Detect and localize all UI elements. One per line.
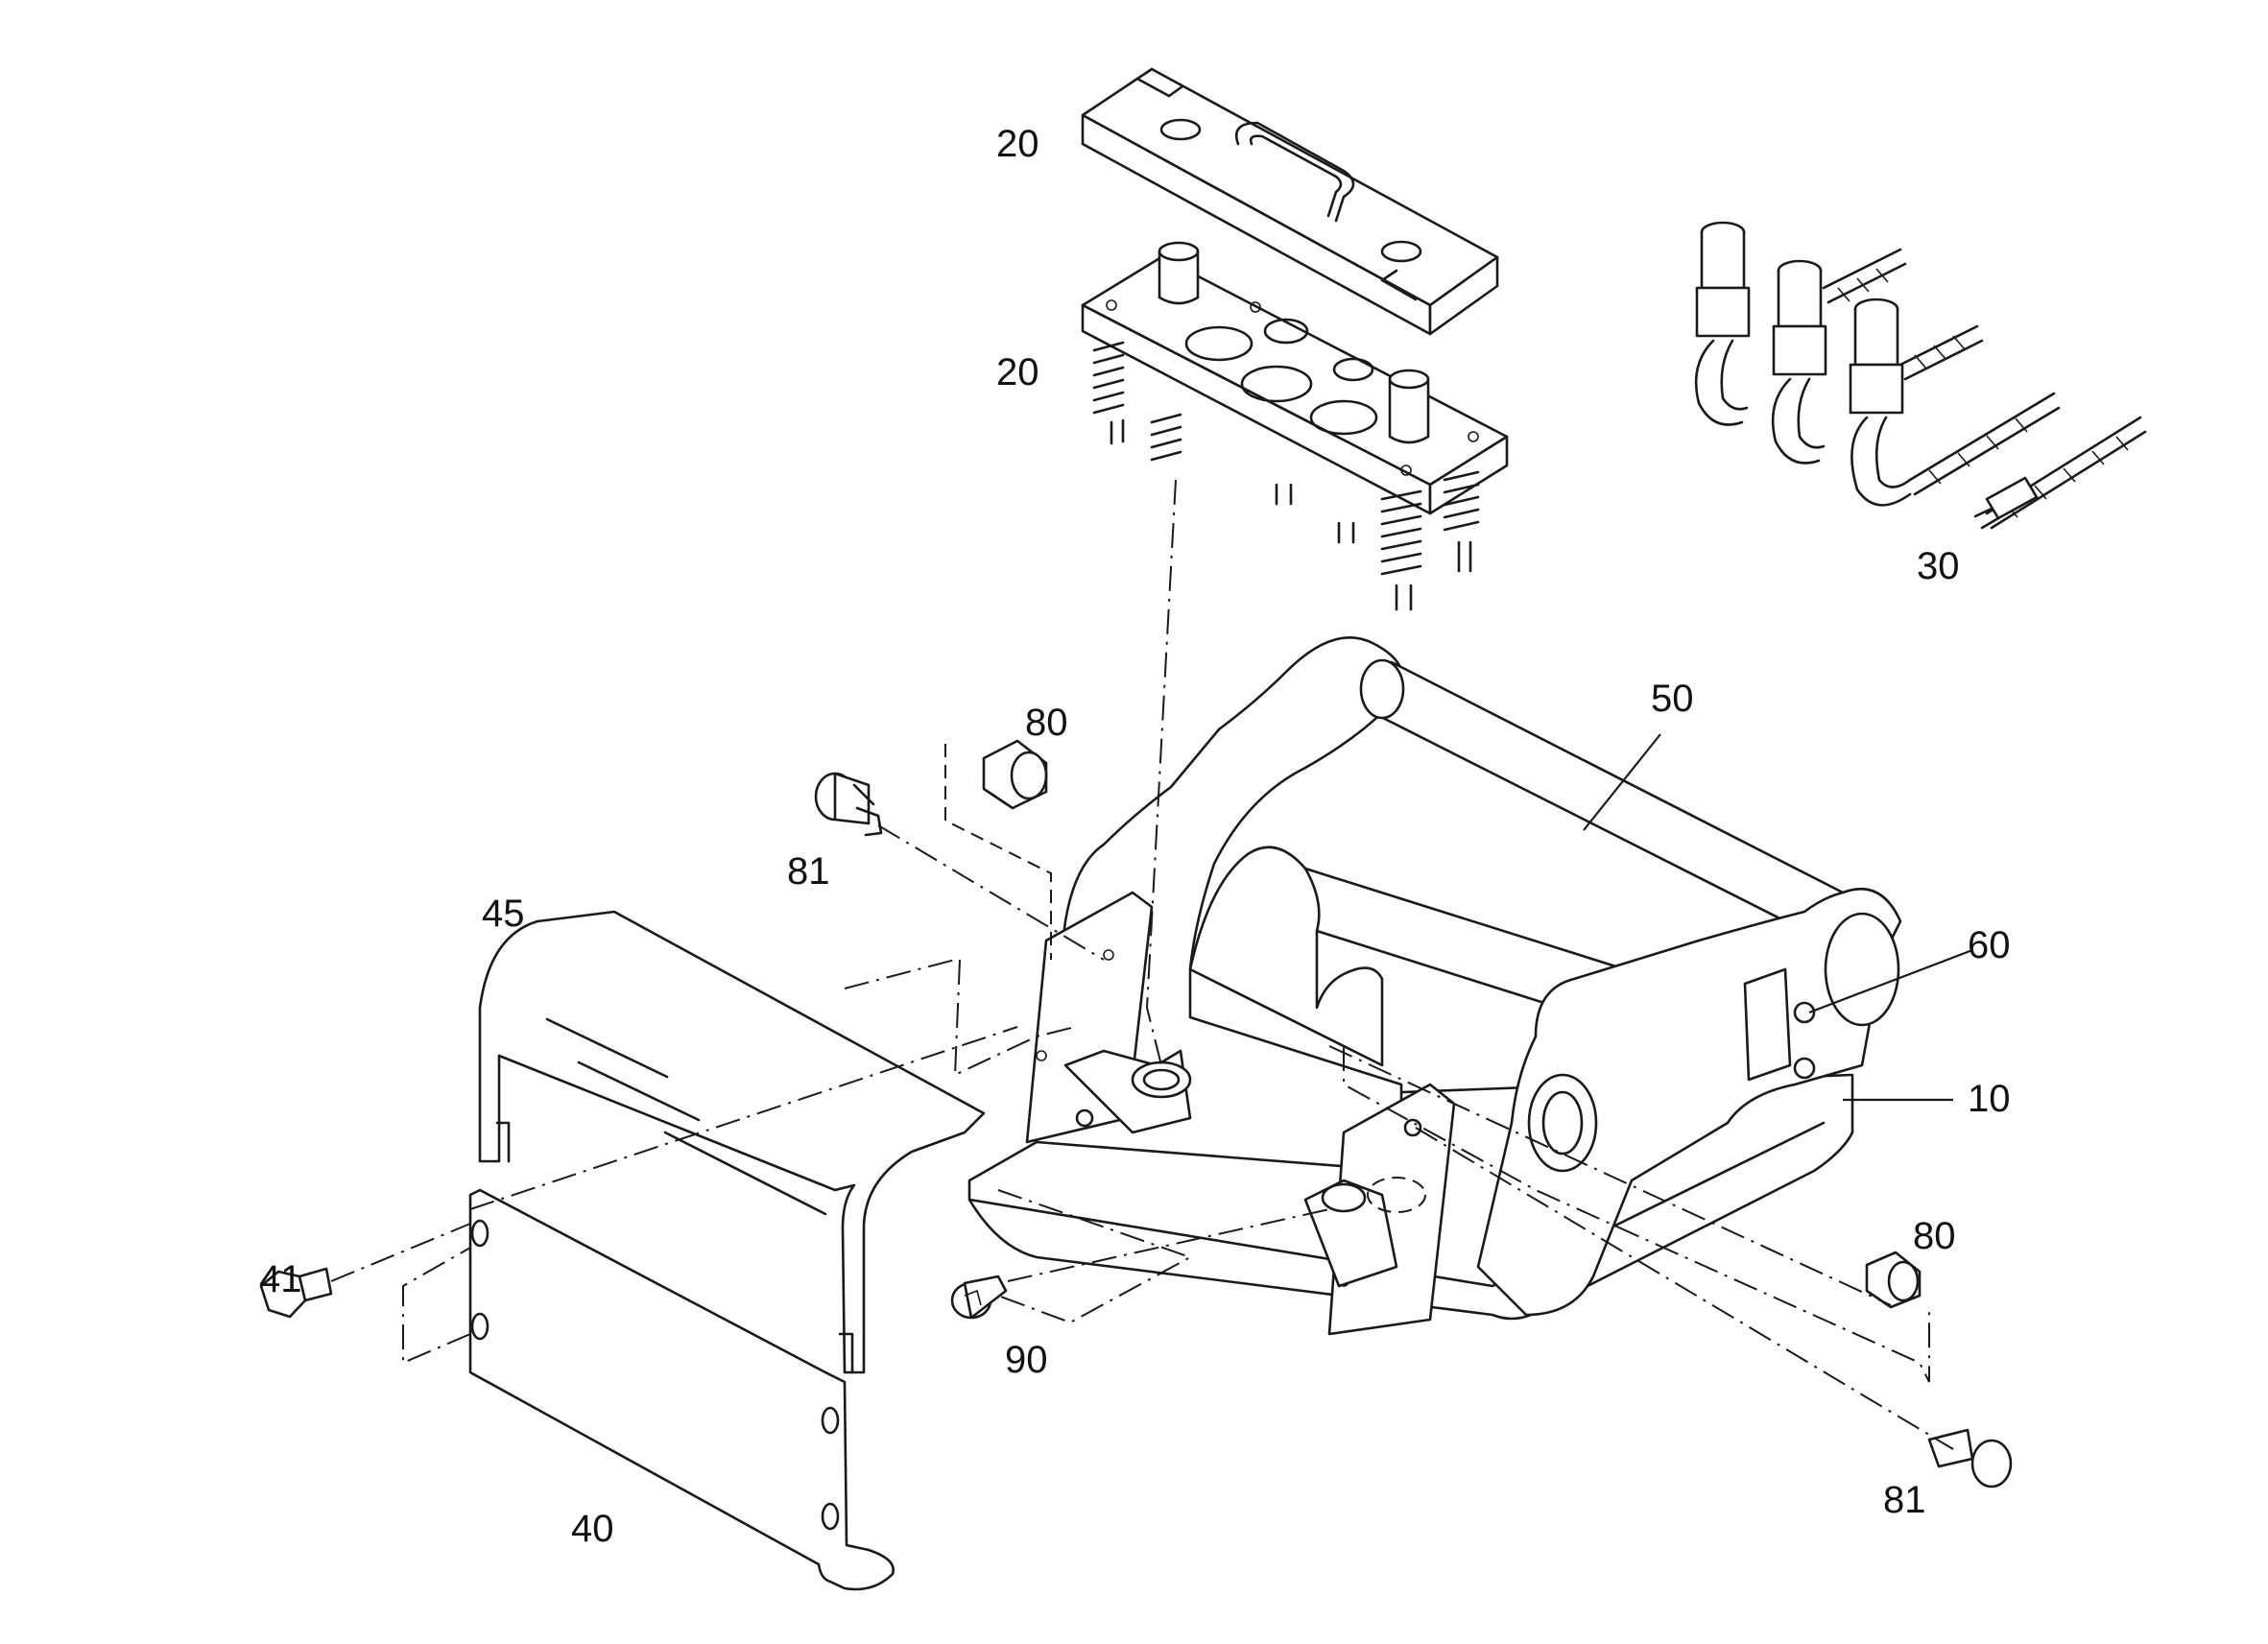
callout-80-bushing-right: 80 (1913, 1215, 1956, 1257)
part-81-bolt-left (814, 772, 883, 837)
part-10-main-frame (967, 635, 1902, 1336)
callout-60-cylinder: 60 (1968, 924, 2011, 966)
part-80-bushing-left (982, 739, 1048, 810)
part-20-coupling-plate (1081, 241, 1509, 611)
callout-30-hoses: 30 (1917, 545, 1960, 587)
callout-20-cover-plate: 20 (996, 123, 1039, 165)
callout-40-plate: 40 (571, 1508, 614, 1550)
assembly-lines (330, 479, 1954, 1450)
leader-lines (1583, 733, 1973, 1102)
callout-80-bushing-left: 80 (1025, 702, 1068, 744)
callout-20-coupling-plate: 20 (996, 351, 1039, 393)
part-80-bushing-right (1865, 1251, 1922, 1309)
callout-90-plug: 90 (1005, 1339, 1048, 1381)
part-30-hose-assembly (1694, 221, 2147, 530)
callout-50-pin: 50 (1651, 678, 1694, 720)
callout-81-bolt-left: 81 (787, 850, 830, 893)
part-41-hex-bolt (259, 1267, 333, 1319)
callout-81-bolt-right: 81 (1883, 1479, 1926, 1521)
callout-41-bolt: 41 (259, 1258, 302, 1300)
part-81-bolt-right (1927, 1428, 2013, 1489)
callout-10-frame: 10 (1968, 1078, 2011, 1120)
part-45-cover (478, 910, 986, 1374)
callout-45-cover: 45 (482, 893, 525, 935)
part-90-plug (950, 1275, 1008, 1320)
part-40-plate (468, 1188, 895, 1591)
part-20-cover-plate (1081, 67, 1499, 336)
